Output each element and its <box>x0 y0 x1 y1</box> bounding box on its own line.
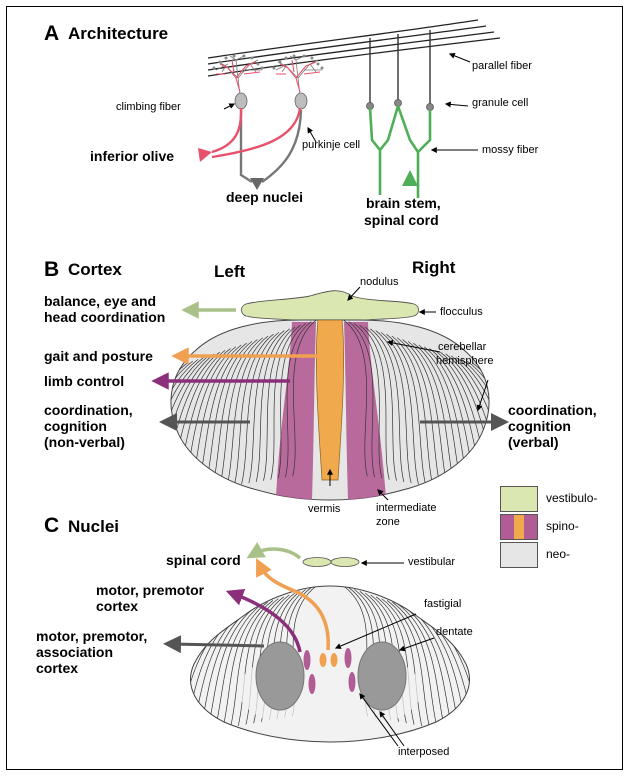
panel-c-nuclei <box>138 549 523 746</box>
label-granule-cell: granule cell <box>472 97 528 109</box>
interposed-left-1 <box>304 650 311 670</box>
mossy-fibers <box>370 106 430 198</box>
label-cerebellar: cerebellar <box>438 341 486 353</box>
panel-b-letter: B <box>44 258 59 282</box>
panel-a-architecture <box>198 20 500 198</box>
arrow-dentate-association <box>172 644 264 646</box>
interposed-right-2 <box>349 672 356 692</box>
legend-swatch-spino-center <box>514 515 524 540</box>
label-purkinje-cell: purkinje cell <box>302 139 360 151</box>
legend-swatch-vestibulo <box>500 486 538 512</box>
panel-c-title: Nuclei <box>68 517 119 537</box>
inferior-olive-arrowhead <box>198 148 212 162</box>
label-motor-1: motor, premotor <box>96 582 204 598</box>
label-deep-nuclei: deep nuclei <box>226 189 303 205</box>
panel-b-title: Cortex <box>68 260 122 280</box>
climbing-fiber-right <box>212 108 300 157</box>
purkinje-axon-left <box>241 110 252 182</box>
vestibular-nucleus-left <box>303 558 331 567</box>
label-nodulus: nodulus <box>360 276 399 288</box>
vestibular-nucleus-right <box>331 558 359 567</box>
parallel-fibers <box>208 20 500 76</box>
label-balance-1: balance, eye and <box>44 293 156 309</box>
climbing-fiber-left <box>212 108 241 152</box>
panel-b-cortex <box>117 287 542 504</box>
label-coord-left-3: (non-verbal) <box>44 434 125 450</box>
label-brain-stem: brain stem, <box>366 195 441 212</box>
label-coord-left-1: coordination, <box>44 402 133 418</box>
label-coord-right-3: (verbal) <box>508 434 559 450</box>
label-coord-right-2: cognition <box>508 418 571 434</box>
label-inferior-olive: inferior olive <box>90 148 174 164</box>
legend-label-spino: spino- <box>546 519 579 533</box>
label-climbing-fiber: climbing fiber <box>116 101 181 113</box>
interposed-left-2 <box>309 674 316 694</box>
label-parallel-fiber: parallel fiber <box>472 60 532 72</box>
legend-swatch-neo <box>500 542 538 568</box>
label-gait-posture: gait and posture <box>44 348 153 364</box>
panel-c-letter: C <box>44 514 59 538</box>
label-right: Right <box>412 258 455 278</box>
label-flocculus: flocculus <box>440 306 483 318</box>
label-dentate: dentate <box>436 626 473 638</box>
label-zone: zone <box>376 516 400 528</box>
fastigial-right <box>331 653 338 667</box>
label-interposed: interposed <box>398 746 449 758</box>
arrow-vestibular-spinal <box>254 549 300 558</box>
interposed-right-1 <box>345 648 352 668</box>
climbing-fiber-branches <box>216 60 320 92</box>
label-limb-control: limb control <box>44 373 124 389</box>
label-motor-assoc-2: association <box>36 644 113 660</box>
label-coord-left-2: cognition <box>44 418 107 434</box>
fastigial-left <box>320 653 327 667</box>
legend-label-vestibulo: vestibulo- <box>546 491 597 505</box>
label-spinal-cord-c: spinal cord <box>166 552 241 568</box>
purkinje-soma-left <box>235 93 247 109</box>
label-balance-2: head coordination <box>44 309 165 325</box>
legend-swatch-spino <box>500 514 538 540</box>
label-motor-2: cortex <box>96 598 138 614</box>
vermis-strip <box>316 320 343 480</box>
panel-a-title: Architecture <box>68 24 168 44</box>
label-spinal-cord-a: spinal cord <box>364 212 439 229</box>
label-motor-assoc-3: cortex <box>36 660 78 676</box>
label-left: Left <box>214 262 245 282</box>
label-vestibular: vestibular <box>408 556 455 568</box>
label-fastigial: fastigial <box>424 598 461 610</box>
legend-label-neo: neo- <box>546 547 570 561</box>
label-hemisphere: hemisphere <box>436 355 493 367</box>
dentate-nucleus-right <box>358 642 406 710</box>
panel-a-letter: A <box>44 22 59 46</box>
dentate-nucleus-left <box>256 642 304 710</box>
label-vermis: vermis <box>308 503 340 515</box>
label-intermediate: intermediate <box>376 502 437 514</box>
brainstem-arrowhead <box>402 170 418 186</box>
label-mossy-fiber: mossy fiber <box>482 144 538 156</box>
label-coord-right-1: coordination, <box>508 402 597 418</box>
purkinje-soma-right <box>295 93 307 109</box>
label-motor-assoc-1: motor, premotor, <box>36 628 147 644</box>
